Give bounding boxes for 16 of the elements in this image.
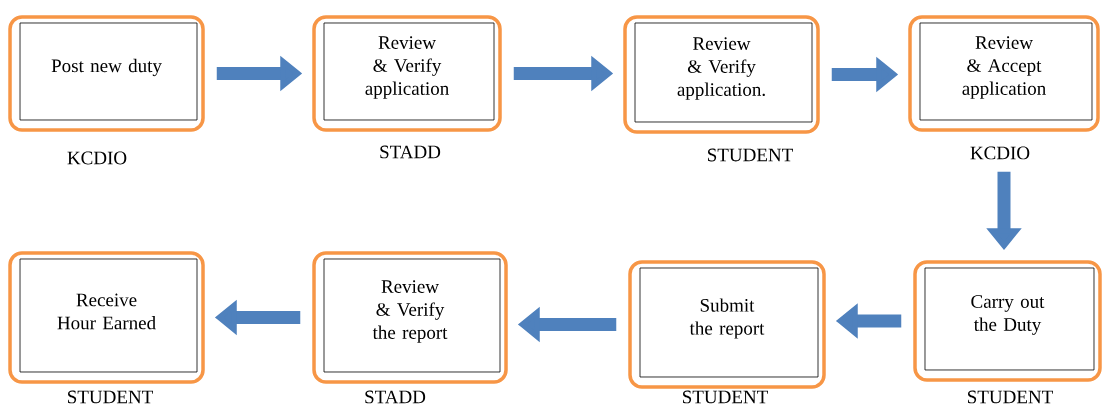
role-label: KCDIO bbox=[970, 146, 1030, 160]
role-label: STUDENT bbox=[708, 148, 793, 162]
process-box: Review & Verify the report bbox=[312, 251, 508, 384]
role-label: STADD bbox=[365, 390, 426, 404]
role-label: STUDENT bbox=[68, 390, 153, 404]
process-box: Submit the report bbox=[628, 260, 826, 389]
process-box: Review & Accept application bbox=[908, 15, 1100, 132]
process-box: Review & Verify application. bbox=[623, 15, 820, 134]
role-label: STADD bbox=[380, 145, 441, 159]
role-label: STUDENT bbox=[683, 390, 768, 404]
process-box: Post new duty bbox=[8, 15, 205, 132]
process-box: Review & Verify application bbox=[312, 15, 502, 132]
process-box: Receive Hour Earned bbox=[8, 251, 205, 384]
role-label: KCDIO bbox=[67, 151, 127, 165]
role-label: STUDENT bbox=[968, 390, 1053, 404]
process-box: Carry out the Duty bbox=[913, 260, 1102, 382]
